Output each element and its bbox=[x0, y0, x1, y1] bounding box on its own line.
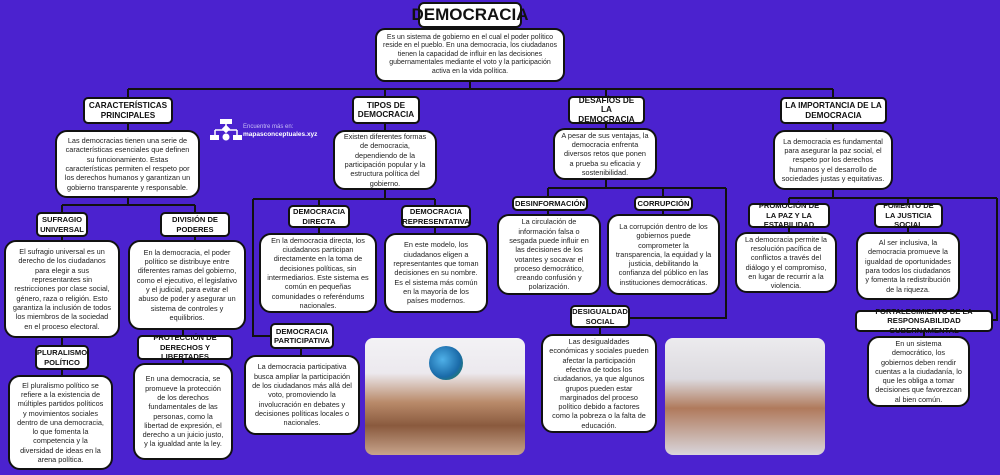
directa-heading: DEMOCRACIA DIRECTA bbox=[288, 205, 350, 228]
desinformacion-desc: La circulación de información falsa o se… bbox=[497, 214, 601, 295]
paz-desc: La democracia permite la resolución pací… bbox=[735, 232, 837, 293]
pluralismo-desc: El pluralismo político se refiere a la e… bbox=[8, 375, 113, 470]
participativa-desc: La democracia participativa busca amplia… bbox=[244, 355, 360, 435]
protest-image bbox=[665, 338, 825, 455]
division-heading: DIVISIÓN DE PODERES bbox=[160, 212, 230, 237]
corrupcion-desc: La corrupción dentro de los gobiernos pu… bbox=[607, 214, 720, 295]
logo-icon bbox=[210, 119, 242, 141]
caracteristicas-desc: Las democracias tienen una serie de cara… bbox=[55, 130, 200, 198]
desinformacion-heading: DESINFORMACIÓN bbox=[512, 196, 588, 211]
tipos-heading: TIPOS DE DEMOCRACIA bbox=[352, 96, 420, 124]
desafios-desc: A pesar de sus ventajas, la democracia e… bbox=[553, 128, 657, 180]
importancia-desc: La democracia es fundamental para asegur… bbox=[773, 130, 893, 190]
hands-globe-image bbox=[365, 338, 525, 455]
representativa-heading: DEMOCRACIA REPRESENTATIVA bbox=[401, 205, 471, 228]
sufragio-heading: SUFRAGIO UNIVERSAL bbox=[36, 212, 88, 237]
responsabilidad-heading: FORTALECIMIENTO DE LA RESPONSABILIDAD GU… bbox=[855, 307, 993, 335]
proteccion-desc: En una democracia, se promueve la protec… bbox=[133, 363, 233, 460]
sufragio-desc: El sufragio universal es un derecho de l… bbox=[4, 240, 120, 338]
caracteristicas-heading: CARACTERÍSTICAS PRINCIPALES bbox=[83, 97, 173, 124]
division-desc: En la democracia, el poder político se d… bbox=[128, 240, 246, 330]
main-title: DEMOCRACIA bbox=[411, 2, 529, 28]
desigualdad-heading: DESIGUALDAD SOCIAL bbox=[570, 305, 630, 328]
importancia-heading: LA IMPORTANCIA DE LA DEMOCRACIA bbox=[780, 97, 887, 124]
justicia-heading: FOMENTO DE LA JUSTICIA SOCIAL bbox=[874, 201, 943, 229]
participativa-heading: DEMOCRACIA PARTICIPATIVA bbox=[270, 323, 334, 349]
globe-icon bbox=[429, 346, 463, 380]
intro-definition: Es un sistema de gobierno en el cual el … bbox=[375, 28, 565, 82]
desafios-heading: DESAFÍOS DE LA DEMOCRACIA bbox=[568, 96, 645, 124]
representativa-desc: En este modelo, los ciudadanos eligen a … bbox=[384, 233, 488, 313]
justicia-desc: Al ser inclusiva, la democracia promueve… bbox=[856, 232, 960, 300]
watermark: Encuentre más en:mapasconceptuales.xyz bbox=[243, 123, 317, 139]
paz-heading: PROMOCIÓN DE LA PAZ Y LA ESTABILIDAD bbox=[748, 201, 830, 229]
corrupcion-heading: CORRUPCIÓN bbox=[634, 196, 693, 211]
tipos-desc: Existen diferentes formas de democracia,… bbox=[333, 130, 437, 190]
pluralismo-heading: PLURALISMO POLÍTICO bbox=[35, 345, 89, 370]
watermark-url: mapasconceptuales.xyz bbox=[243, 131, 318, 138]
proteccion-heading: PROTECCIÓN DE DERECHOS Y LIBERTADES bbox=[137, 333, 233, 361]
responsabilidad-desc: En un sistema democrático, los gobiernos… bbox=[867, 336, 970, 407]
desigualdad-desc: Las desigualdades económicas y sociales … bbox=[541, 334, 657, 433]
directa-desc: En la democracia directa, los ciudadanos… bbox=[259, 233, 377, 313]
watermark-line1: Encuentre más en: bbox=[243, 124, 294, 130]
